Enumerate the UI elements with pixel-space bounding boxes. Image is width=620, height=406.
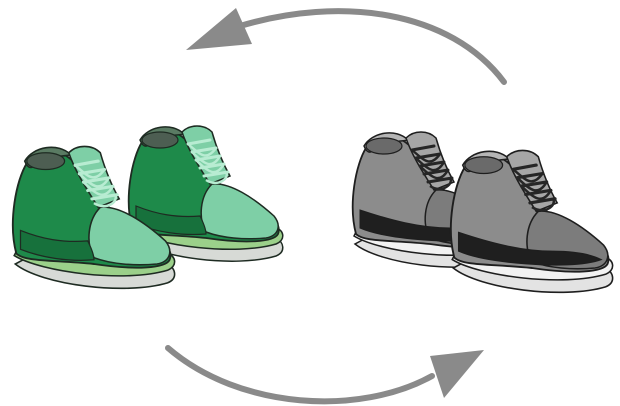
green-shoes-pair xyxy=(13,126,283,288)
bottom-arrowhead-icon xyxy=(430,350,484,398)
gray-shoes-pair xyxy=(353,132,613,292)
bottom-cycle-arrow xyxy=(168,348,484,401)
top-arrowhead-icon xyxy=(186,8,252,50)
top-cycle-arrow xyxy=(186,8,504,82)
gray-shoe-front xyxy=(451,150,613,292)
